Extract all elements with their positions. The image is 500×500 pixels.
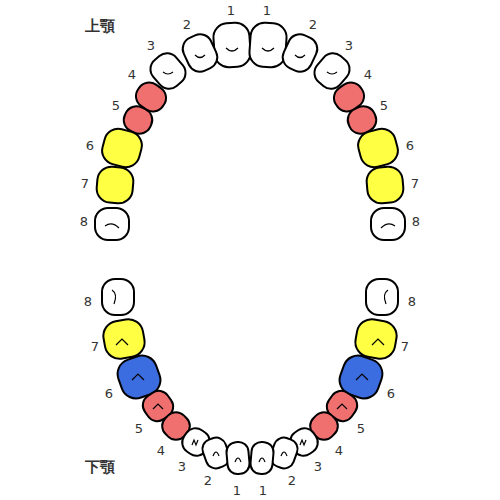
- tooth-number: 2: [309, 18, 317, 31]
- jaw-label: 上顎: [85, 19, 115, 34]
- tooth-number: 5: [135, 422, 143, 435]
- tooth-number: 2: [288, 474, 296, 487]
- tooth-number: 6: [86, 139, 94, 152]
- tooth-number: 6: [406, 139, 414, 152]
- tooth-number: 8: [80, 215, 88, 228]
- tooth-number: 5: [357, 422, 365, 435]
- tooth-number: 5: [380, 99, 388, 112]
- tooth-number: 3: [314, 460, 322, 473]
- tooth-number: 4: [335, 444, 343, 457]
- tooth-number: 1: [233, 484, 241, 497]
- tooth-number: 7: [401, 340, 409, 353]
- tooth-number: 4: [128, 68, 136, 81]
- tooth-number: 1: [259, 484, 267, 497]
- tooth-number: 7: [411, 177, 419, 190]
- tooth-number: 6: [105, 387, 113, 400]
- tooth-number: 3: [345, 39, 353, 52]
- tooth-number: 3: [178, 460, 186, 473]
- tooth-number: 2: [204, 474, 212, 487]
- tooth-number: 4: [157, 444, 165, 457]
- tooth-number: 4: [364, 68, 372, 81]
- tooth-number: 8: [84, 295, 92, 308]
- tooth-number: 5: [112, 99, 120, 112]
- jaw-label: 下顎: [85, 460, 115, 475]
- tooth-number: 7: [81, 177, 89, 190]
- tooth-number: 6: [387, 387, 395, 400]
- tooth-number: 8: [408, 295, 416, 308]
- tooth-number: 3: [147, 39, 155, 52]
- tooth-number: 2: [183, 18, 191, 31]
- tooth-number: 7: [91, 340, 99, 353]
- tooth-number: 1: [227, 4, 235, 17]
- tooth-number: 1: [263, 4, 271, 17]
- tooth-number: 8: [412, 215, 420, 228]
